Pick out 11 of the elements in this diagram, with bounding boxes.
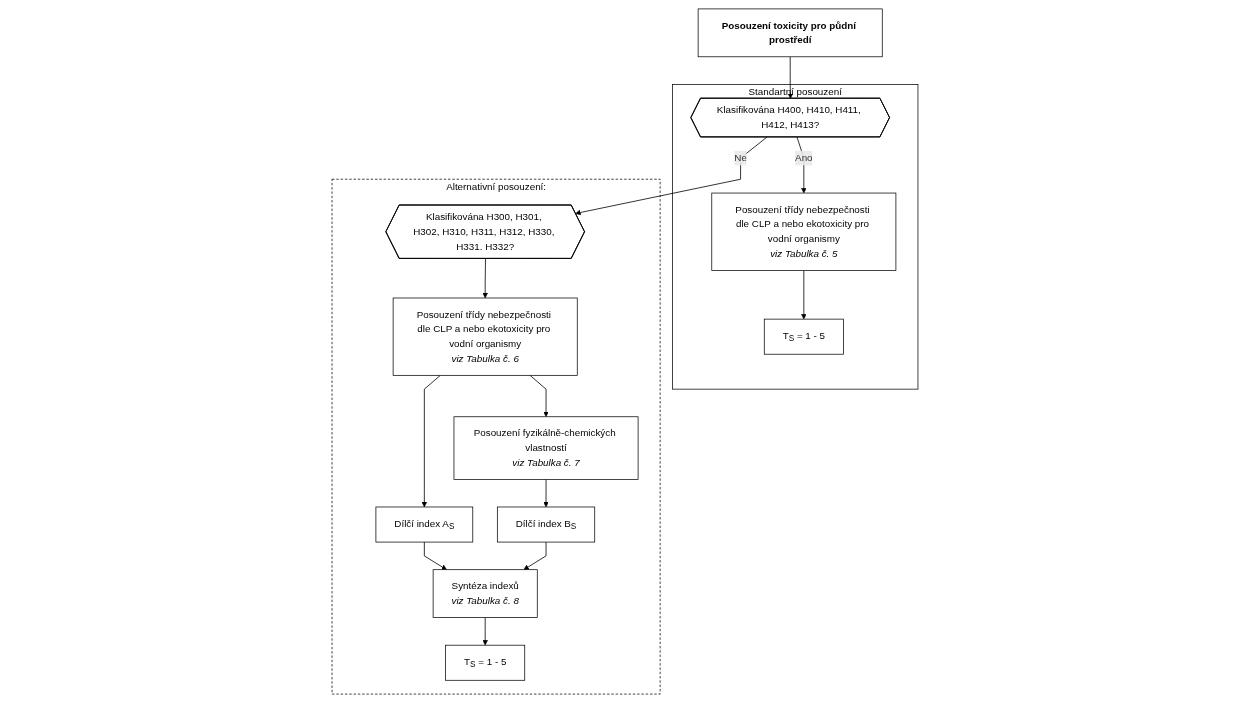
edge-label: Ano: [795, 152, 813, 163]
node-box: Posouzení třídy nebezpečnosti dle CLP a nebo ekotoxicity pro vodní organismy viz Tabulka č. 5: [711, 192, 897, 271]
node-box: Dílčí index A$_{S}$: [375, 506, 474, 542]
node-box: Posouzení fyzikálně-chemických vlastností viz Tabulka č. 7: [453, 415, 639, 480]
node-box: T$_{S}$ = 1 - 5: [445, 644, 526, 681]
node-box: Syntéza indexů viz Tabulka č. 8: [432, 568, 538, 618]
node-box: T$_{S}$ = 1 - 5: [763, 318, 844, 355]
node-box: Dílčí index B$_{S}$: [496, 506, 596, 542]
edge-label: Ne: [734, 152, 747, 163]
node-box: Posouzení třídy nebezpečnosti dle CLP a nebo ekotoxicity pro vodní organismy viz Tabulka č. 6: [392, 297, 578, 376]
node-box: Posouzení toxicity pro půdní prostředí: [697, 8, 883, 57]
